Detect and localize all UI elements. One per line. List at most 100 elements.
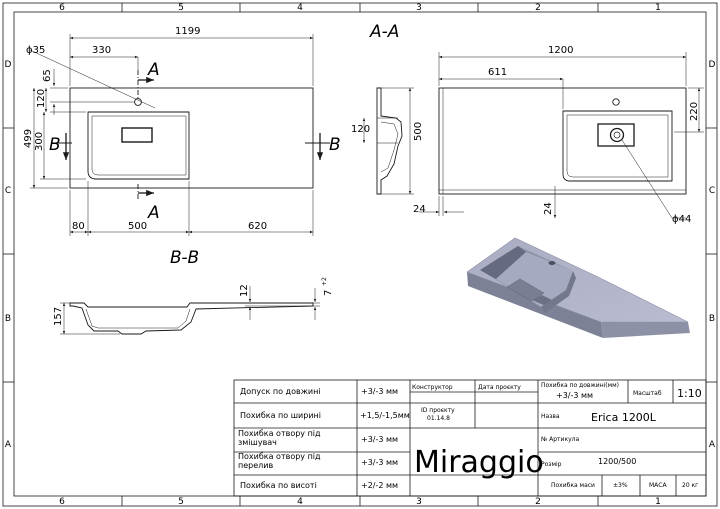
length-error-value: +3/-3 мм	[556, 391, 593, 400]
top-view	[52, 70, 330, 200]
title-block	[233, 379, 707, 497]
top-view-bowl	[87, 111, 190, 180]
dim-bowl-depth: 300	[34, 132, 45, 151]
section-bb-dimensions	[60, 286, 320, 335]
dim-aa-bowl-height: 120	[351, 124, 370, 135]
ruler-labels: 6 5 4 3 2 1 6 5 4 3 2 1 D C B A D C B A	[5, 3, 716, 507]
section-bb-title: B-B	[170, 248, 199, 268]
title-block-info: Конструктор Дата проєкту ID проєкту 01.1…	[412, 382, 702, 489]
tolerance-width-value: +1,5/-1,5мм	[360, 411, 410, 420]
ruler-bottom-col-6: 6	[59, 497, 65, 507]
section-aa-dimensions	[362, 87, 414, 195]
ruler-left-row-c: C	[5, 186, 11, 196]
section-bb-profile	[69, 302, 314, 335]
scale-value: 1:10	[677, 387, 702, 400]
title-block-tolerances: Допуск по довжині +3/-3 мм Похибка по ши…	[238, 387, 410, 490]
plan-view-bowl	[562, 110, 673, 182]
dim-aa-depth: 500	[413, 122, 424, 141]
dim-bowl-width: 500	[128, 221, 147, 232]
dim-plan-width: 1200	[548, 45, 573, 56]
dim-plan-bottom-thick: 24	[543, 202, 554, 215]
section-mark-a-top: A	[147, 60, 160, 80]
dim-bb-slope-sup: +2	[321, 277, 328, 286]
plan-view-drain	[597, 123, 635, 147]
project-id-value: 01.14.8	[427, 415, 450, 422]
tolerance-height-label: Похибка по висоті	[240, 481, 317, 490]
sink-render	[466, 237, 690, 338]
plan-view-drain-hole	[609, 127, 625, 143]
top-view-drain	[121, 127, 153, 143]
name-label: Назва	[541, 413, 560, 420]
constructor-label: Конструктор	[412, 384, 453, 391]
sink-render-tap-hole	[548, 261, 556, 265]
dim-hole-offset: 330	[92, 45, 111, 56]
plan-view	[438, 87, 687, 195]
dim-left-margin: 80	[72, 221, 85, 232]
mass-value: 20 кг	[682, 482, 698, 489]
ruler-right-row-d: D	[709, 60, 716, 70]
dim-depth: 499	[23, 129, 34, 148]
tolerance-length-label: Допуск по довжині	[240, 387, 321, 396]
tolerance-overflow-hole-label: Похибка отвору під перелив	[238, 452, 321, 470]
dim-bb-slope: 7	[323, 290, 334, 296]
dim-hole-top: 65	[42, 69, 53, 82]
ruler-top-col-5: 5	[178, 3, 184, 13]
tolerance-mixer-hole-value: +3/-3 мм	[361, 435, 398, 444]
top-view-labels: 1199 330 ϕ35 65 120 499 300 80 500 620 A…	[23, 26, 341, 232]
project-date-label: Дата проєкту	[478, 384, 521, 391]
ruler-right-row-c: C	[709, 186, 715, 196]
ruler-top-col-4: 4	[297, 3, 303, 13]
mass-error-label: Похибка маси	[551, 482, 595, 489]
scale-label: Масштаб	[633, 390, 662, 397]
dim-hole-diameter: ϕ35	[26, 45, 45, 56]
ruler-bottom-col-4: 4	[297, 497, 303, 507]
dim-plan-drain-diameter: ϕ44	[672, 214, 691, 225]
plan-view-outline	[438, 87, 687, 195]
ruler-bottom-col-3: 3	[416, 497, 422, 507]
tolerance-height-value: +2/-2 мм	[361, 481, 398, 490]
top-view-outline	[69, 87, 314, 189]
ruler-top-col-2: 2	[535, 3, 541, 13]
tolerance-mixer-hole-label: Похибка отвору під змішувач	[238, 429, 321, 447]
size-label: Розмір	[541, 461, 562, 468]
size-value: 1200/500	[598, 457, 636, 466]
tolerance-width-label: Похибка по ширині	[240, 411, 321, 420]
mass-error-value: ±3%	[613, 482, 628, 489]
top-view-tap-hole	[134, 98, 142, 106]
ruler-top-col-1: 1	[655, 3, 661, 13]
section-aa-profile	[376, 87, 403, 195]
dim-bb-thickness: 12	[239, 284, 250, 297]
tolerance-overflow-hole-value: +3/-3 мм	[361, 458, 398, 467]
ruler-left-row-a: A	[5, 440, 12, 450]
dim-right-part: 620	[248, 221, 267, 232]
dim-bb-height: 157	[53, 307, 64, 326]
ruler-top-col-6: 6	[59, 3, 65, 13]
tolerance-length-value: +3/-3 мм	[361, 387, 398, 396]
dim-plan-left-thick: 24	[413, 204, 426, 215]
mass-label: МАСА	[649, 482, 667, 489]
ruler-top-col-3: 3	[416, 3, 422, 13]
section-mark-a-bottom: A	[147, 203, 160, 223]
plan-view-tap-hole	[612, 98, 620, 106]
ruler-bottom-col-2: 2	[535, 497, 541, 507]
dim-plan-side-height: 220	[689, 102, 700, 121]
project-id-label: ID проєкту	[421, 407, 455, 414]
dim-total-width: 1199	[175, 26, 200, 37]
brand-logo: Miraggio	[414, 445, 544, 480]
section-mark-b-left: B	[49, 135, 61, 155]
section-mark-b-right: B	[329, 135, 341, 155]
length-error-label: Похибка по довжині(мм)	[541, 382, 619, 389]
ruler-right-row-b: B	[709, 314, 715, 324]
dim-plan-offset: 611	[488, 67, 507, 78]
top-view-dimensions	[29, 34, 314, 236]
ruler-bottom-col-5: 5	[178, 497, 184, 507]
ruler-left-row-d: D	[5, 60, 12, 70]
section-aa-title: A-A	[369, 22, 399, 42]
ruler-right-row-a: A	[709, 440, 716, 450]
plan-view-dimensions	[419, 52, 704, 219]
section-aa	[376, 87, 403, 195]
article-label: № Артикула	[541, 436, 579, 443]
ruler-left-row-b: B	[5, 314, 11, 324]
